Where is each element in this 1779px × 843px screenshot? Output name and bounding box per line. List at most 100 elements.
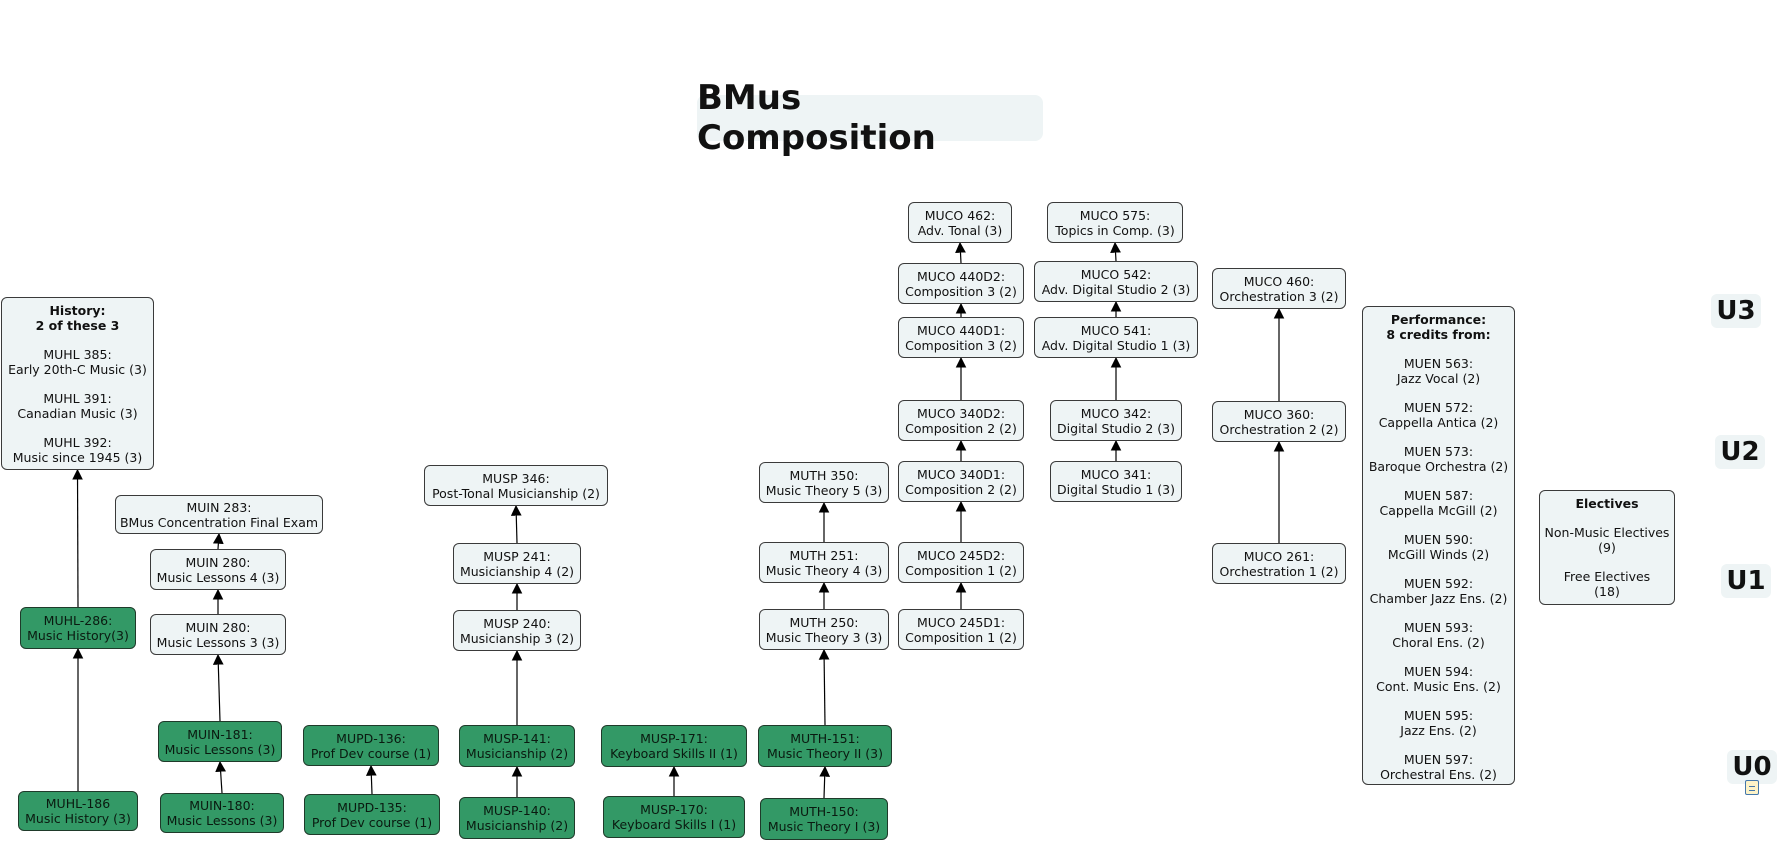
course-node-muco542[interactable]: MUCO 542:Adv. Digital Studio 2 (3) <box>1034 261 1198 302</box>
course-node-muco360[interactable]: MUCO 360:Orchestration 2 (2) <box>1212 401 1346 442</box>
course-node-muin283[interactable]: MUIN 283:BMus Concentration Final Exam <box>115 495 323 534</box>
course-node-muco341[interactable]: MUCO 341:Digital Studio 1 (3) <box>1050 461 1182 502</box>
course-node-muco440d2[interactable]: MUCO 440D2:Composition 3 (2) <box>898 263 1024 304</box>
course-title: Prof Dev course (1) <box>311 814 433 830</box>
course-title: BMus Concentration Final Exam <box>119 514 319 530</box>
course-title: Musicianship 4 (2) <box>459 563 575 579</box>
course-node-muin180[interactable]: MUIN-180:Music Lessons (3) <box>160 793 284 833</box>
course-code: MUCO 342: <box>1080 405 1152 421</box>
performance-course-name: Jazz Vocal (2) <box>1396 371 1481 386</box>
course-title: Orchestration 2 (2) <box>1219 421 1339 437</box>
course-code: MUCO 245D1: <box>916 614 1006 630</box>
page-title: BMus Composition <box>697 78 1043 158</box>
course-title: Music Lessons 3 (3) <box>156 634 280 650</box>
history-requirement-box[interactable]: History: 2 of these 3 MUHL 385: Early 20… <box>1 297 154 470</box>
course-code: MUTH 251: <box>789 547 859 563</box>
prerequisite-arrow <box>215 760 227 794</box>
performance-course-name: Choral Ens. (2) <box>1392 635 1485 650</box>
course-code: MUIN-181: <box>187 726 253 742</box>
course-node-muco541[interactable]: MUCO 541:Adv. Digital Studio 1 (3) <box>1034 317 1198 358</box>
course-title: Music Lessons 4 (3) <box>156 569 280 585</box>
level-label-u0: U0 <box>1727 750 1777 784</box>
course-node-mupd135[interactable]: MUPD-135:Prof Dev course (1) <box>304 794 440 835</box>
course-node-muco462[interactable]: MUCO 462:Adv. Tonal (3) <box>908 202 1012 243</box>
course-code: MUCO 245D2: <box>916 547 1006 563</box>
course-node-muth251[interactable]: MUTH 251:Music Theory 4 (3) <box>759 542 889 583</box>
course-node-muin181[interactable]: MUIN-181:Music Lessons (3) <box>158 721 282 762</box>
course-code: MUTH 350: <box>789 467 859 483</box>
course-node-muco440d1[interactable]: MUCO 440D1:Composition 3 (2) <box>898 317 1024 358</box>
history-course-code: MUHL 385: <box>43 347 112 362</box>
course-node-muth250[interactable]: MUTH 250:Music Theory 3 (3) <box>759 609 889 650</box>
performance-course-code: MUEN 587: <box>1403 488 1474 503</box>
document-icon[interactable] <box>1745 780 1759 795</box>
course-node-musp141[interactable]: MUSP-141:Musicianship (2) <box>459 725 575 767</box>
course-node-muth350[interactable]: MUTH 350:Music Theory 5 (3) <box>759 462 889 503</box>
course-code: MUIN-180: <box>189 798 255 813</box>
course-code: MUCO 460: <box>1243 273 1315 289</box>
course-title: Composition 1 (2) <box>905 629 1017 645</box>
course-node-muco340d1[interactable]: MUCO 340D1:Composition 2 (2) <box>898 461 1024 502</box>
performance-heading: Performance: <box>1390 312 1487 327</box>
course-code: MUSP 241: <box>483 548 551 564</box>
course-node-muco245d2[interactable]: MUCO 245D2:Composition 1 (2) <box>898 542 1024 583</box>
course-title: Music Theory 5 (3) <box>765 482 883 498</box>
course-node-muin280-lessons4[interactable]: MUIN 280:Music Lessons 4 (3) <box>150 549 286 590</box>
course-code: MUIN 280: <box>185 619 251 635</box>
course-code: MUPD-135: <box>337 799 407 815</box>
performance-course-name: Chamber Jazz Ens. (2) <box>1369 591 1508 606</box>
elective-credits: (18) <box>1594 584 1620 599</box>
course-node-muin280-lessons3[interactable]: MUIN 280:Music Lessons 3 (3) <box>150 614 286 655</box>
course-title: Music History(3) <box>27 628 129 643</box>
course-title: Orchestration 1 (2) <box>1219 563 1339 579</box>
course-node-muco245d1[interactable]: MUCO 245D1:Composition 1 (2) <box>898 609 1024 650</box>
course-code: MUSP-170: <box>640 802 708 817</box>
prerequisite-arrow <box>818 648 830 726</box>
course-node-muco342[interactable]: MUCO 342:Digital Studio 2 (3) <box>1050 400 1182 441</box>
electives-heading: Electives <box>1575 496 1639 511</box>
course-code: MUCO 440D1: <box>916 322 1006 338</box>
performance-course-name: Cont. Music Ens. (2) <box>1376 679 1501 694</box>
performance-course-code: MUEN 592: <box>1403 576 1474 591</box>
course-code: MUHL-186 <box>45 796 111 811</box>
course-title: Composition 2 (2) <box>905 420 1017 436</box>
course-node-muco340d2[interactable]: MUCO 340D2:Composition 2 (2) <box>898 400 1024 441</box>
prerequisite-arrow <box>72 468 83 608</box>
electives-box[interactable]: Electives Non-Music Electives (9) Free E… <box>1539 490 1675 605</box>
course-code: MUCO 462: <box>924 207 996 223</box>
performance-requirement-box[interactable]: Performance: 8 credits from: MUEN 563: J… <box>1362 306 1515 785</box>
course-node-mupd136[interactable]: MUPD-136:Prof Dev course (1) <box>303 725 439 766</box>
course-code: MUCO 340D2: <box>916 405 1006 421</box>
prerequisite-arrow <box>1110 241 1121 262</box>
course-node-musp241[interactable]: MUSP 241:Musicianship 4 (2) <box>453 543 581 584</box>
history-subheading: 2 of these 3 <box>35 318 120 333</box>
course-node-muth151[interactable]: MUTH-151:Music Theory II (3) <box>758 725 892 767</box>
course-title: Music Theory I (3) <box>767 819 881 834</box>
course-node-musp140[interactable]: MUSP-140:Musicianship (2) <box>459 797 575 839</box>
course-node-muth150[interactable]: MUTH-150:Music Theory I (3) <box>760 798 888 840</box>
course-title: Musicianship (2) <box>465 746 569 761</box>
course-code: MUSP-141: <box>483 731 551 746</box>
course-node-musp171[interactable]: MUSP-171:Keyboard Skills II (1) <box>601 725 747 767</box>
level-label-u1: U1 <box>1721 564 1771 598</box>
level-label-u2: U2 <box>1715 435 1765 469</box>
course-title: Digital Studio 2 (3) <box>1057 420 1175 436</box>
course-node-muco460[interactable]: MUCO 460:Orchestration 3 (2) <box>1212 268 1346 309</box>
course-title: Post-Tonal Musicianship (2) <box>432 485 600 501</box>
course-node-muco261[interactable]: MUCO 261:Orchestration 1 (2) <box>1212 543 1346 584</box>
course-title: Musicianship 3 (2) <box>459 630 575 646</box>
prerequisite-arrow <box>212 653 224 722</box>
course-node-muhl286[interactable]: MUHL-286:Music History(3) <box>20 607 136 649</box>
course-title: Composition 3 (2) <box>905 337 1017 353</box>
course-title: Music Theory 4 (3) <box>765 562 883 578</box>
course-node-muco575[interactable]: MUCO 575:Topics in Comp. (3) <box>1047 202 1183 243</box>
course-code: MUCO 440D2: <box>916 268 1006 284</box>
course-code: MUCO 360: <box>1243 406 1315 422</box>
history-course-name: Early 20th-C Music (3) <box>8 362 147 377</box>
course-code: MUTH 250: <box>789 614 859 630</box>
course-node-musp240[interactable]: MUSP 240:Musicianship 3 (2) <box>453 610 581 651</box>
course-node-musp170[interactable]: MUSP-170:Keyboard Skills I (1) <box>603 796 745 838</box>
course-node-musp346[interactable]: MUSP 346:Post-Tonal Musicianship (2) <box>424 465 608 506</box>
elective-label: Free Electives <box>1563 569 1651 584</box>
